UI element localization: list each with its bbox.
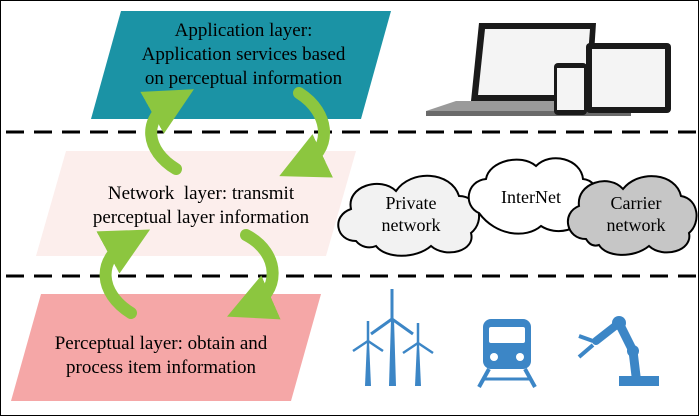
network-layer-line2: perceptual layer information bbox=[92, 207, 310, 228]
perceptual-layer-line2: process item information bbox=[66, 357, 256, 378]
down-arrow-right bbox=[279, 87, 333, 178]
cycle-arrows-lower bbox=[96, 229, 281, 320]
network-layer-label: Network layer: transmit perceptual layer… bbox=[81, 184, 321, 227]
perceptual-layer-label: Perceptual layer: obtain and process ite… bbox=[36, 334, 286, 377]
perceptual-layer-box bbox=[11, 294, 321, 401]
internet-label: InterNet bbox=[501, 187, 561, 207]
private-network-line1: Private bbox=[385, 193, 437, 213]
carrier-network-line2: network bbox=[606, 215, 666, 235]
carrier-network-label: Carrier network bbox=[591, 194, 681, 234]
private-network-label: Private network bbox=[366, 194, 456, 234]
application-layer-line1: Application layer: bbox=[174, 20, 313, 41]
application-layer-label: Application layer: Application services … bbox=[121, 21, 366, 88]
up-arrow-left-lower bbox=[96, 229, 151, 319]
perceptual-layer-line1: Perceptual layer: obtain and bbox=[54, 333, 268, 354]
robot-arm-icon bbox=[577, 316, 659, 386]
train-icon bbox=[477, 319, 537, 388]
phone-icon bbox=[554, 63, 587, 115]
private-network-line2: network bbox=[381, 215, 441, 235]
carrier-network-line1: Carrier bbox=[610, 193, 662, 213]
application-layer-line2: Application services based bbox=[141, 44, 346, 65]
network-layer-line1: Network layer: transmit bbox=[107, 183, 295, 204]
wind-turbine-icon bbox=[352, 289, 434, 386]
internet-cloud bbox=[467, 157, 599, 235]
carrier-network-cloud bbox=[566, 175, 698, 256]
cycle-arrows-upper bbox=[140, 87, 333, 178]
down-arrow-right-lower bbox=[227, 229, 281, 320]
up-arrow-left bbox=[140, 89, 194, 175]
application-layer-line3: on perceptual information bbox=[144, 68, 343, 89]
tablet-icon bbox=[586, 43, 671, 113]
